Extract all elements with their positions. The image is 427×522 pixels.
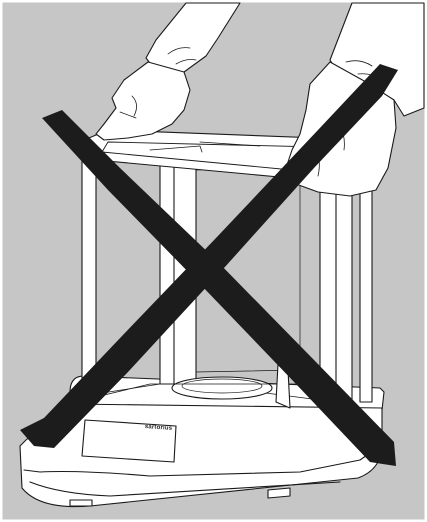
weighing-pan <box>172 377 272 399</box>
balance-foot-left <box>70 500 92 506</box>
shield-left-post <box>82 154 96 396</box>
balance-foot-right <box>268 488 290 498</box>
